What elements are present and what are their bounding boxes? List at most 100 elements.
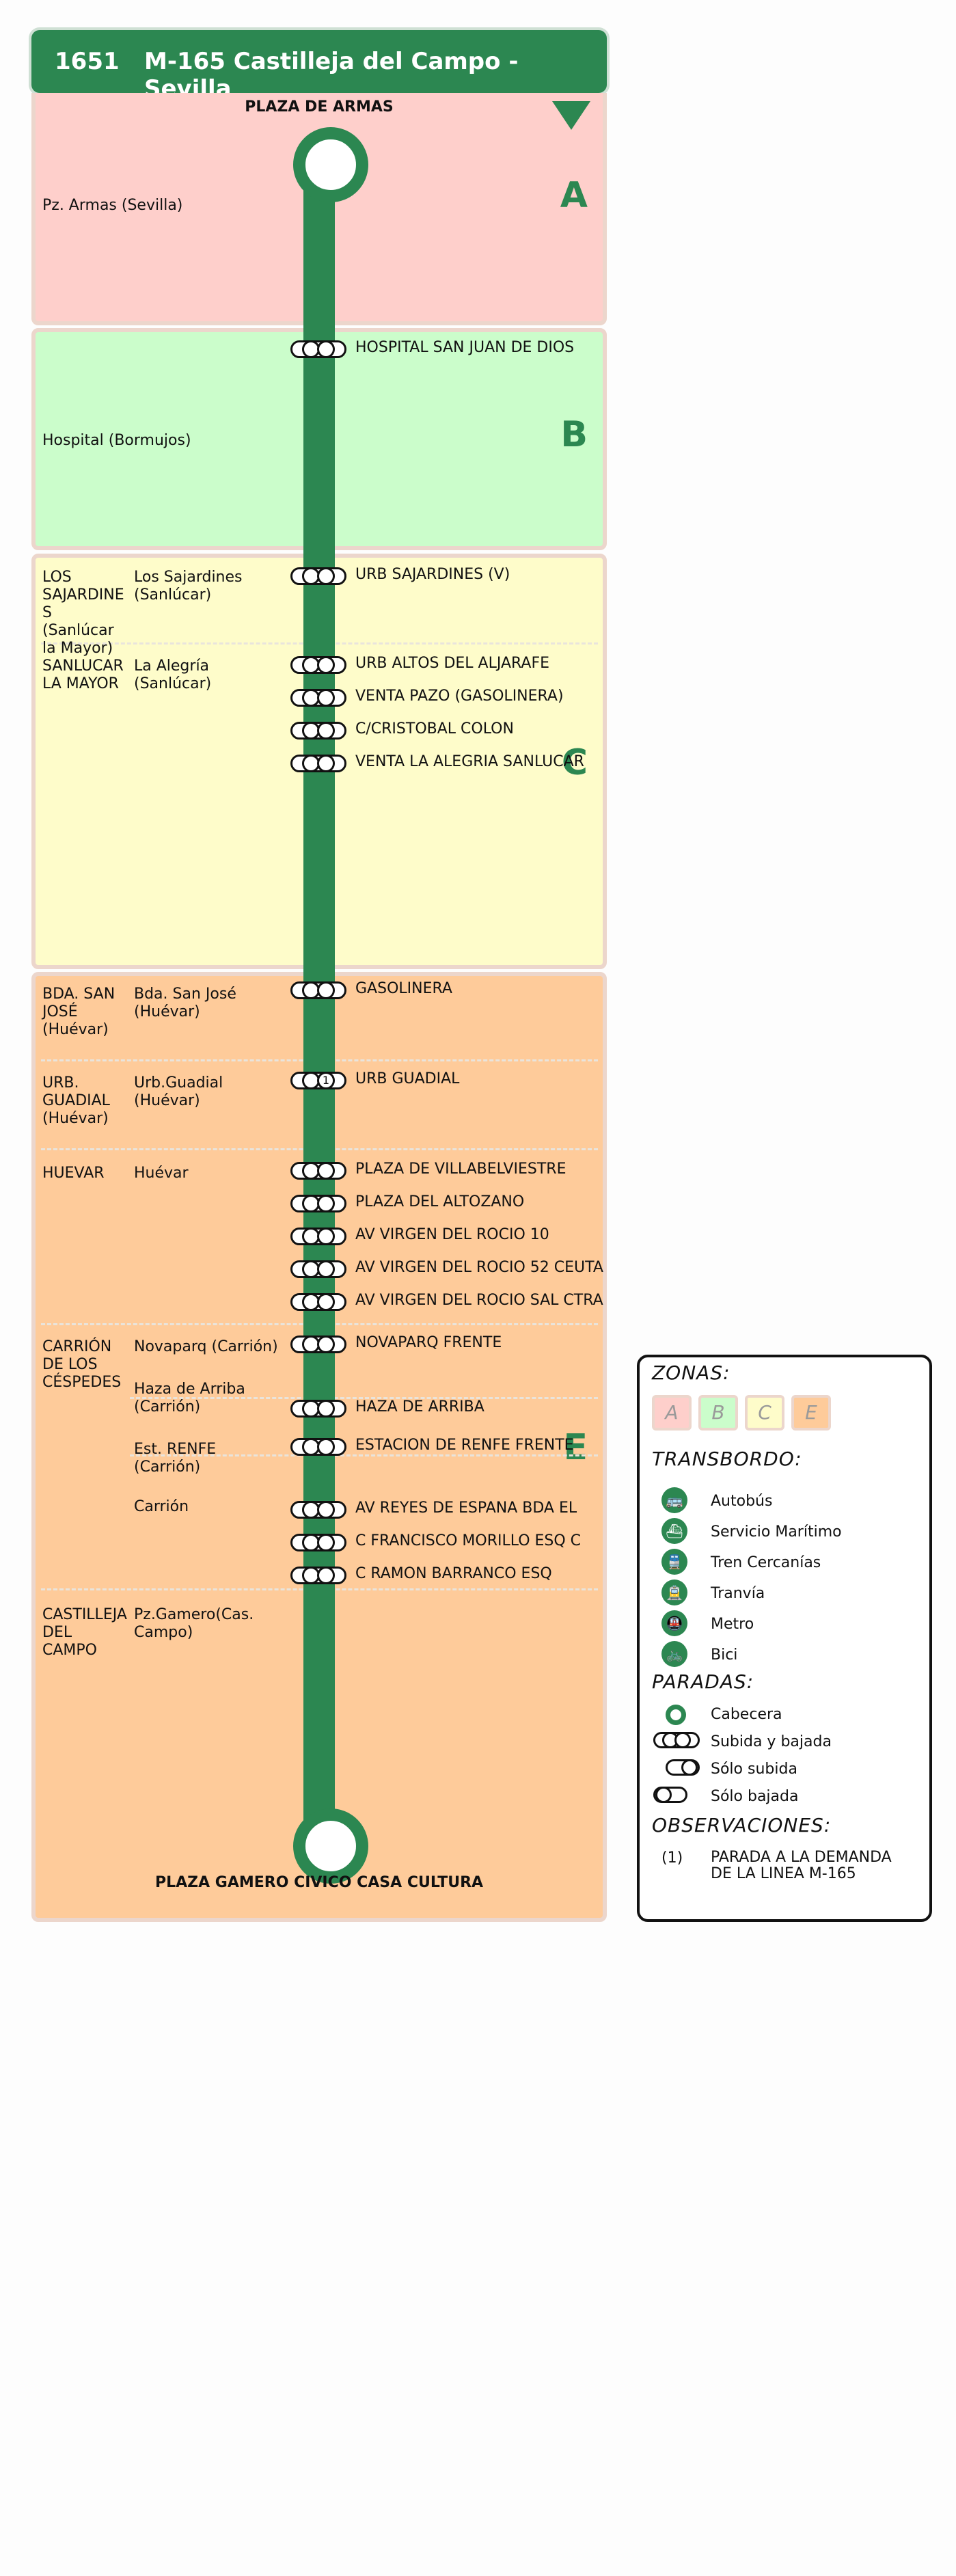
note-mark: (1) — [661, 1849, 683, 1867]
stop-name: PLAZA DE VILLABELVIESTRE — [355, 1161, 566, 1178]
legend-zones-title: ZONAS: — [652, 1361, 730, 1384]
locality-separator — [130, 1454, 598, 1456]
stop-marker — [290, 656, 346, 674]
terminal-start-label: PLAZA DE ARMAS — [245, 98, 394, 116]
stop-circle — [317, 1501, 335, 1519]
locality-municipality: LOS SAJARDINE S (Sanlúcar la Mayor) — [42, 569, 124, 657]
stop-circle — [317, 722, 335, 740]
stop-marker — [290, 981, 346, 999]
stop-circle — [317, 1400, 335, 1418]
metro-icon: 🚇 — [661, 1610, 687, 1636]
locality-place: La Alegría (Sanlúcar) — [134, 657, 212, 692]
locality-place: Haza de Arriba (Carrión) — [134, 1381, 245, 1415]
stop-name: AV VIRGEN DEL ROCIO 10 — [355, 1226, 549, 1243]
stop-circle — [317, 981, 335, 999]
locality-place: Los Sajardines (Sanlúcar) — [134, 569, 243, 604]
stop-name: HOSPITAL SAN JUAN DE DIOS — [355, 339, 575, 356]
zone-letter: C — [561, 742, 588, 783]
stop-name: URB GUADIAL — [355, 1070, 460, 1087]
zone-letter: E — [563, 1427, 588, 1468]
locality-place: Bda. San José (Huévar) — [134, 986, 236, 1020]
stop-marker — [290, 689, 346, 707]
stop-name: GASOLINERA — [355, 980, 452, 997]
locality-place: Hospital (Bormujos) — [42, 432, 191, 449]
stop-circle — [317, 1293, 335, 1311]
locality-municipality: CARRIÓN DE LOS CÉSPEDES — [42, 1338, 122, 1391]
stop-marker — [290, 1336, 346, 1353]
stop-note-mark: 1 — [317, 1072, 335, 1089]
stop-name: HAZA DE ARRIBA — [355, 1398, 484, 1415]
stop-name: PLAZA DEL ALTOZANO — [355, 1193, 525, 1210]
stop-circle — [317, 1567, 335, 1584]
stop-circle — [317, 1534, 335, 1551]
locality-place: Est. RENFE (Carrión) — [134, 1441, 217, 1476]
stop-marker — [290, 1293, 346, 1311]
stop-marker — [290, 1438, 346, 1456]
stop-marker — [290, 722, 346, 740]
stop-both-icon — [653, 1732, 700, 1748]
stop-marker — [290, 1195, 346, 1212]
legend-transfer-title: TRANSBORDO: — [652, 1448, 802, 1470]
locality-place: Pz. Armas (Sevilla) — [42, 197, 183, 214]
legend-notes-title: OBSERVACIONES: — [652, 1814, 832, 1836]
stop-marker — [290, 1162, 346, 1180]
boat-icon: ⛴ — [661, 1518, 687, 1544]
line-header: 1651 M-165 Castilleja del Campo - Sevill… — [31, 30, 607, 103]
legend-stops-title: PARADAS: — [652, 1670, 754, 1693]
stop-name: C/CRISTOBAL COLON — [355, 720, 514, 737]
stop-marker: 1 — [290, 1072, 346, 1089]
stop-circle — [317, 1162, 335, 1180]
legend-zone-e: E — [791, 1395, 831, 1431]
stop-marker — [290, 1534, 346, 1551]
transfer-label: Autobús — [711, 1493, 773, 1510]
line-number: 1651 — [55, 48, 120, 75]
stop-marker — [290, 1567, 346, 1584]
locality-place: Urb.Guadial (Huévar) — [134, 1074, 223, 1109]
stop-name: ESTACION DE RENFE FRENTE — [355, 1437, 574, 1454]
stop-boarding-icon — [666, 1759, 700, 1776]
stop-circle — [317, 1438, 335, 1456]
stop-name: NOVAPARQ FRENTE — [355, 1334, 502, 1351]
locality-municipality: CASTILLEJA DEL CAMPO — [42, 1606, 127, 1659]
stop-circle — [317, 1195, 335, 1212]
stop-marker — [290, 340, 346, 358]
stop-circle — [317, 755, 335, 772]
stop-name: VENTA LA ALEGRIA SANLUCAR — [355, 753, 584, 770]
locality-separator — [130, 1397, 598, 1399]
locality-municipality: SANLUCAR LA MAYOR — [42, 657, 124, 692]
stop-name: VENTA PAZO (GASOLINERA) — [355, 688, 564, 705]
tram-icon: 🚊 — [661, 1580, 687, 1605]
stop-type-label: Cabecera — [711, 1706, 782, 1723]
stop-type-label: Sólo subida — [711, 1761, 797, 1778]
stop-marker — [290, 1228, 346, 1245]
stop-name: AV REYES DE ESPANA BDA EL — [355, 1500, 577, 1517]
stop-circle — [317, 1228, 335, 1245]
stop-type-label: Subida y bajada — [711, 1733, 832, 1750]
legend-zone-c: C — [745, 1395, 784, 1431]
locality-place: Carrión — [134, 1498, 189, 1515]
stop-name: URB SAJARDINES (V) — [355, 566, 510, 583]
terminal-end-marker — [293, 1808, 368, 1884]
stop-name: C RAMON BARRANCO ESQ — [355, 1565, 552, 1582]
transfer-label: Tren Cercanías — [711, 1554, 821, 1571]
stop-name: C FRANCISCO MORILLO ESQ C — [355, 1532, 582, 1549]
bike-icon: 🚲 — [661, 1641, 687, 1667]
terminal-start-marker — [293, 127, 368, 202]
stop-circle — [317, 656, 335, 674]
locality-municipality: HUEVAR — [42, 1165, 105, 1182]
locality-place: Huévar — [134, 1165, 189, 1182]
stop-circle — [317, 340, 335, 358]
stop-marker — [290, 755, 346, 772]
stop-name: AV VIRGEN DEL ROCIO SAL CTRA — [355, 1292, 603, 1309]
legend-zone-a: A — [652, 1395, 692, 1431]
transfer-label: Servicio Marítimo — [711, 1523, 842, 1541]
stop-alighting-icon — [653, 1787, 687, 1803]
note-text: PARADA A LA DEMANDA DE LA LINEA M-165 — [711, 1849, 892, 1882]
stop-marker — [290, 1400, 346, 1418]
locality-place: Novaparq (Carrión) — [134, 1338, 278, 1355]
legend-panel: ZONAS: A B C E TRANSBORDO: 🚌 Autobús ⛴ S… — [637, 1355, 932, 1922]
stop-type-label: Sólo bajada — [711, 1788, 799, 1805]
transfer-label: Metro — [711, 1616, 754, 1633]
train-icon: 🚆 — [661, 1549, 687, 1575]
stop-circle — [317, 689, 335, 707]
